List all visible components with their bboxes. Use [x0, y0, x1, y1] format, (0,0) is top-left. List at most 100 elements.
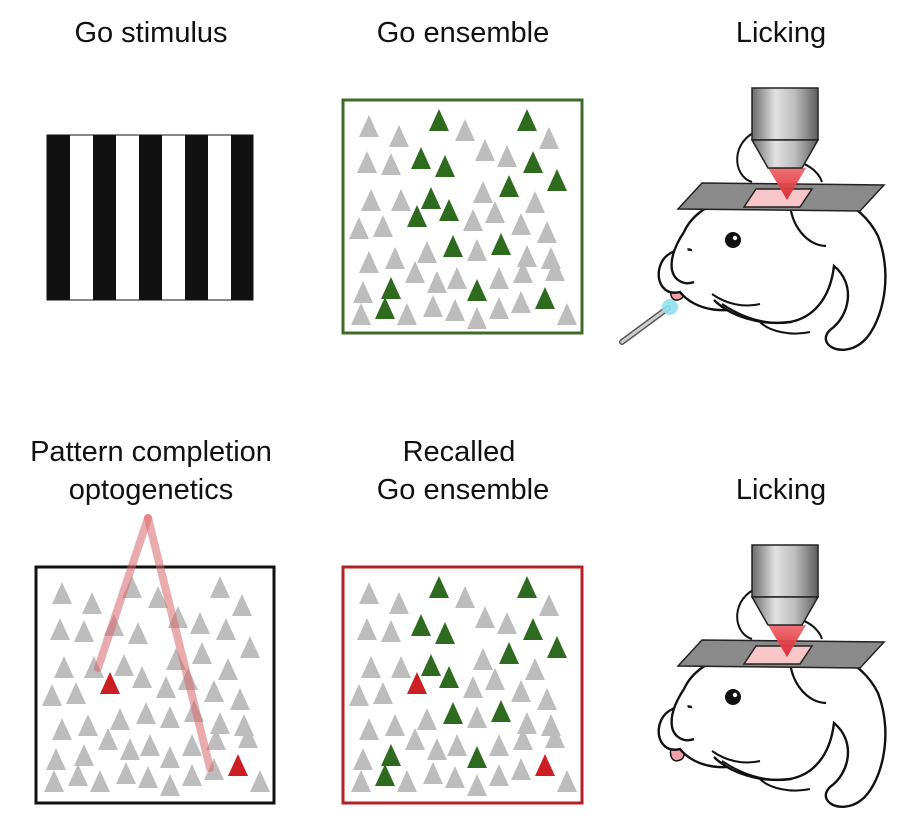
pattern-completion-neurons — [42, 576, 270, 796]
neuron-inactive — [353, 281, 373, 303]
neuron-inactive — [190, 612, 210, 634]
neuron-inactive — [216, 618, 236, 640]
neuron-inactive — [391, 656, 411, 678]
neuron-active — [547, 636, 567, 658]
neuron-inactive — [539, 594, 559, 616]
licking-illustration-bottom — [657, 544, 887, 808]
neuron-inactive — [204, 758, 224, 780]
neuron-inactive — [90, 770, 110, 792]
neuron-inactive — [353, 748, 373, 770]
neuron-active — [443, 702, 463, 724]
licking-title-bottom: Licking — [736, 474, 826, 506]
licking-illustration-top — [619, 87, 887, 351]
neuron-inactive — [68, 764, 88, 786]
neuron-inactive — [66, 682, 86, 704]
neuron-inactive — [473, 648, 493, 670]
neuron-stimulated — [535, 754, 555, 776]
neuron-inactive — [467, 307, 487, 329]
neuron-inactive — [206, 728, 226, 750]
neuron-inactive — [511, 213, 531, 235]
neuron-inactive — [397, 770, 417, 792]
neuron-inactive — [517, 245, 537, 267]
neuron-inactive — [467, 706, 487, 728]
neuron-inactive — [467, 774, 487, 796]
neuron-inactive — [455, 586, 475, 608]
neuron-inactive — [511, 291, 531, 313]
neuron-inactive — [361, 656, 381, 678]
neuron-inactive — [44, 770, 64, 792]
neuron-inactive — [405, 728, 425, 750]
microscope-icon — [750, 544, 820, 626]
neuron-active — [517, 109, 537, 131]
neuron-inactive — [351, 770, 371, 792]
neuron-inactive — [182, 734, 202, 756]
neuron-active — [381, 744, 401, 766]
neuron-inactive — [475, 606, 495, 628]
neuron-stimulated — [407, 672, 427, 694]
pattern-completion-title-line2: optogenetics — [69, 474, 233, 506]
mouse-icon — [657, 649, 887, 808]
neuron-active — [421, 654, 441, 676]
neuron-active — [421, 187, 441, 209]
neuron-active — [429, 576, 449, 598]
neuron-inactive — [463, 676, 483, 698]
neuron-active — [467, 279, 487, 301]
neuron-inactive — [545, 726, 565, 748]
neuron-inactive — [417, 708, 437, 730]
neuron-inactive — [417, 241, 437, 263]
neuron-active — [467, 746, 487, 768]
neuron-inactive — [489, 297, 509, 319]
neuron-inactive — [52, 582, 72, 604]
neuron-inactive — [42, 684, 62, 706]
neuron-inactive — [230, 688, 250, 710]
microscope-icon — [750, 87, 820, 169]
neuron-inactive — [50, 618, 70, 640]
neuron-inactive — [489, 734, 509, 756]
recalled-title-line1: Recalled — [403, 436, 516, 468]
neuron-active — [435, 622, 455, 644]
neuron-inactive — [525, 191, 545, 213]
neuron-inactive — [132, 666, 152, 688]
neuron-inactive — [513, 261, 533, 283]
neuron-inactive — [497, 612, 517, 634]
neuron-inactive — [204, 680, 224, 702]
neuron-inactive — [160, 746, 180, 768]
neuron-inactive — [381, 620, 401, 642]
neuron-inactive — [361, 189, 381, 211]
neuron-inactive — [389, 592, 409, 614]
neuron-inactive — [497, 145, 517, 167]
neuron-inactive — [210, 712, 230, 734]
laser-beam-icon — [94, 514, 214, 772]
neuron-inactive — [447, 267, 467, 289]
neuron-active — [535, 287, 555, 309]
neuron-inactive — [427, 738, 447, 760]
neuron-inactive — [357, 618, 377, 640]
neuron-inactive — [74, 620, 94, 642]
neuron-inactive — [463, 209, 483, 231]
neuron-inactive — [373, 682, 393, 704]
neuron-inactive — [210, 576, 230, 598]
neuron-inactive — [136, 702, 156, 724]
neuron-inactive — [445, 299, 465, 321]
neuron-inactive — [385, 247, 405, 269]
neuron-inactive — [82, 592, 102, 614]
neuron-inactive — [359, 115, 379, 137]
neuron-inactive — [423, 295, 443, 317]
neuron-inactive — [349, 217, 369, 239]
neuron-active — [375, 297, 395, 319]
neuron-inactive — [120, 738, 140, 760]
neuron-inactive — [475, 139, 495, 161]
neuron-inactive — [385, 714, 405, 736]
neuron-inactive — [511, 758, 531, 780]
neuron-active — [499, 642, 519, 664]
neuron-inactive — [447, 734, 467, 756]
neuron-active — [523, 618, 543, 640]
neuron-inactive — [160, 706, 180, 728]
neuron-inactive — [218, 658, 238, 680]
neuron-inactive — [557, 770, 577, 792]
neuron-active — [491, 233, 511, 255]
neuron-active — [439, 199, 459, 221]
neuron-inactive — [359, 251, 379, 273]
neuron-inactive — [160, 774, 180, 796]
